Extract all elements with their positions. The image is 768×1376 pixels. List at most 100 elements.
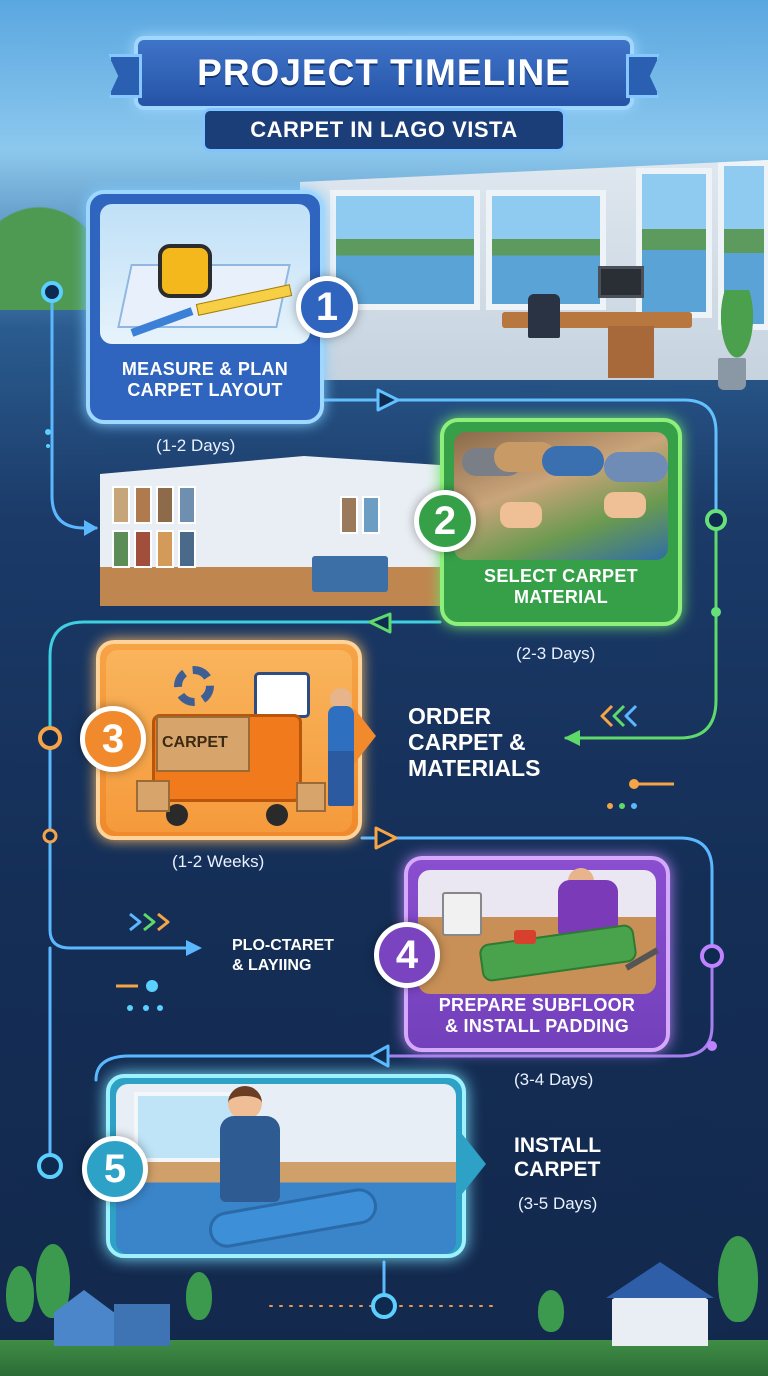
paint-can-icon <box>442 892 482 936</box>
timeline-dot <box>45 429 51 435</box>
carpet-swatch <box>362 496 380 534</box>
ground-strip <box>0 1340 768 1376</box>
timeline-dot <box>607 803 613 809</box>
chevron-icon <box>157 912 170 932</box>
step-2-label: SELECT CARPET MATERIAL <box>444 552 678 622</box>
monitor-icon <box>598 266 644 298</box>
step-5-scene <box>116 1084 456 1254</box>
timeline-node <box>371 1293 397 1319</box>
carpet-swatch <box>178 530 196 568</box>
step-4-duration: (3-4 Days) <box>514 1070 594 1089</box>
title-banner: PROJECT TIMELINE <box>108 36 660 110</box>
house-roof <box>606 1262 714 1298</box>
step-4-label-line2: & INSTALL PADDING <box>444 1016 630 1036</box>
step-3-label-line1: ORDER <box>408 703 492 729</box>
step-5-card <box>106 1074 466 1258</box>
step-4-card: PREPARE SUBFLOOR & INSTALL PADDING <box>404 856 670 1052</box>
step-3-number: 3 <box>101 716 125 761</box>
carpet-swatch <box>134 530 152 568</box>
step-5-duration: (3-5 Days) <box>518 1194 598 1213</box>
worker-head <box>330 688 352 710</box>
chevron-icon <box>624 704 638 728</box>
aside-label: PLO-CTARET & LAYIING <box>232 936 334 976</box>
hand-icon <box>604 492 646 518</box>
chevron-icon <box>143 912 156 932</box>
step-2-label-line1: SELECT CARPET <box>484 566 638 587</box>
step-1-scene <box>100 204 310 344</box>
aside-line2: & LAYIING <box>232 957 312 974</box>
timeline-node <box>711 607 721 617</box>
tree-icon <box>6 1266 34 1322</box>
page-subtitle: CARPET IN LAGO VISTA <box>250 117 518 142</box>
page-title: PROJECT TIMELINE <box>197 52 571 93</box>
timeline-dot <box>143 1005 149 1011</box>
arrow-right-icon <box>186 940 202 956</box>
arrow-right-icon <box>376 388 400 412</box>
timeline-dot <box>631 803 637 809</box>
box-icon <box>296 782 326 812</box>
step-3-pointer <box>354 708 376 764</box>
carpet-box-icon <box>156 716 250 772</box>
ribbon-right-decoration <box>626 54 660 98</box>
aside-line1: PLO-CTARET <box>232 937 334 954</box>
step-3-duration: (1-2 Weeks) <box>172 852 265 871</box>
step-5-badge: 5 <box>82 1136 148 1202</box>
carpet-swatch <box>134 486 152 524</box>
timeline-dot <box>46 444 50 448</box>
step-3-card: CARPET <box>96 640 362 840</box>
step-2-duration: (2-3 Days) <box>516 644 596 663</box>
step-4-scene <box>418 868 660 994</box>
worker-icon <box>328 706 354 806</box>
step-3-scene: CARPET <box>106 650 354 832</box>
office-chair <box>528 294 560 338</box>
carpet-swatch <box>340 496 358 534</box>
step-4-label: PREPARE SUBFLOOR & INSTALL PADDING <box>408 984 666 1048</box>
step-3-badge: 3 <box>80 706 146 772</box>
truck-box-label: CARPET <box>162 734 228 751</box>
step-3-label-line2: CARPET & <box>408 728 526 755</box>
timeline-dot <box>127 1005 133 1011</box>
carpet-swatch <box>112 530 130 568</box>
truck-wheel <box>266 804 288 826</box>
carpet-roll-icon <box>604 452 668 482</box>
step-2-card: SELECT CARPET MATERIAL <box>440 418 682 626</box>
office-room-scene <box>300 160 768 380</box>
step-2-scene <box>454 432 668 560</box>
timeline-node <box>37 1153 63 1179</box>
step-2-label-line2: MATERIAL <box>513 587 609 607</box>
step-1-duration: (1-2 Days) <box>156 436 236 455</box>
arrow-left-icon <box>368 612 392 634</box>
subtitle-banner: CARPET IN LAGO VISTA <box>202 108 566 152</box>
timeline-node <box>707 1041 717 1051</box>
timeline-node <box>42 828 58 844</box>
office-window <box>636 168 712 318</box>
carpet-swatch <box>156 530 174 568</box>
step-4-number: 4 <box>395 932 419 977</box>
chevron-icon <box>600 704 614 728</box>
step-2-number: 2 <box>433 498 457 543</box>
arrow-left-icon <box>368 1044 390 1068</box>
chevron-icon <box>612 704 626 728</box>
gear-icon <box>174 666 214 706</box>
garage-icon <box>114 1304 170 1346</box>
office-window <box>486 190 606 310</box>
step-5-number: 5 <box>103 1146 127 1191</box>
showroom-counter <box>312 556 388 592</box>
tape-measure-icon <box>158 244 212 298</box>
timeline-node <box>38 726 62 750</box>
step-3-title: ORDER CARPET & MATERIALS <box>408 703 541 781</box>
tree-icon <box>538 1290 564 1332</box>
stapler-icon <box>514 930 536 944</box>
step-1-label: MEASURE & PLAN CARPET LAYOUT <box>90 340 320 420</box>
step-5-pointer <box>462 1134 486 1194</box>
step-3-label-line3: MATERIALS <box>408 754 541 781</box>
tree-icon <box>718 1236 758 1322</box>
step-2-badge: 2 <box>414 490 476 552</box>
ribbon-left-decoration <box>108 54 142 98</box>
hand-icon <box>500 502 542 528</box>
step-1-label-line1: MEASURE & PLAN <box>121 359 289 380</box>
worker-head <box>228 1086 262 1120</box>
timeline-node <box>700 944 724 968</box>
step-1-card: MEASURE & PLAN CARPET LAYOUT <box>86 190 324 424</box>
carpet-swatch <box>156 486 174 524</box>
